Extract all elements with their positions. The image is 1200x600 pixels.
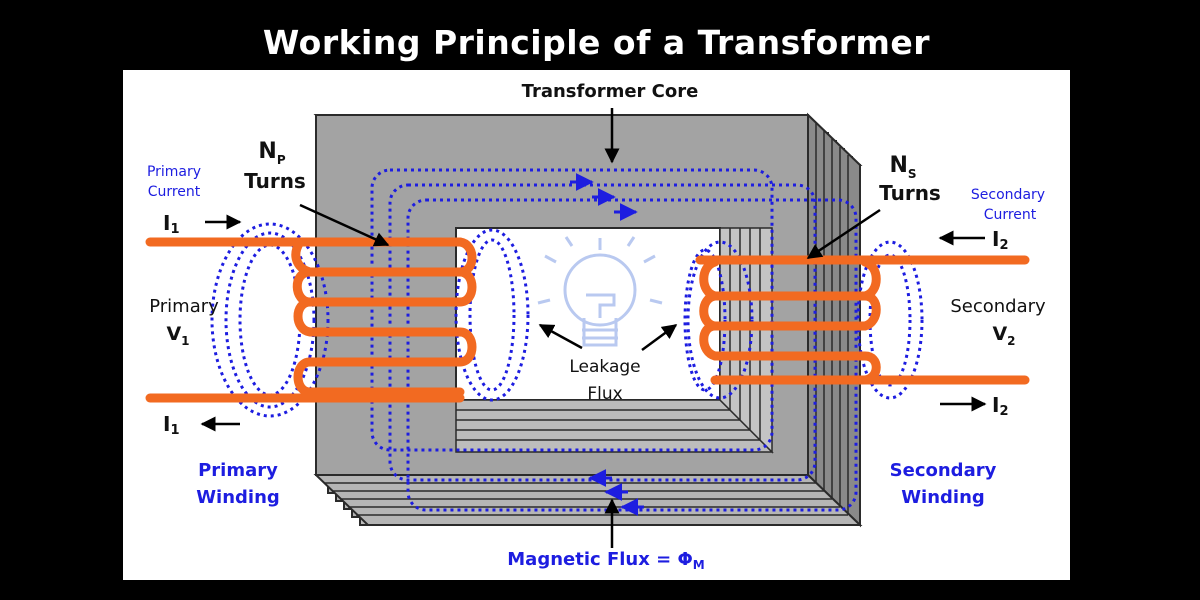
primary-winding xyxy=(145,237,477,403)
primary-voltage-label-line1: Primary xyxy=(149,296,219,317)
ns-turns-label: Turns xyxy=(879,181,941,205)
primary-winding-label-line1: Primary xyxy=(198,460,278,481)
leakage-flux-label-line2: Flux xyxy=(587,384,622,404)
secondary-voltage-label-line1: Secondary xyxy=(950,296,1046,317)
secondary-winding-label-line1: Secondary xyxy=(890,460,997,481)
i1-bottom-label: I1 xyxy=(163,412,180,438)
primary-voltage-label-line2: V1 xyxy=(166,323,189,348)
primary-winding-label-line2: Winding xyxy=(196,487,280,508)
primary-current-label-line2: Current xyxy=(148,184,201,200)
i2-top-label: I2 xyxy=(992,227,1009,253)
leakage-flux-label-line1: Leakage xyxy=(569,357,640,377)
secondary-winding-label-line2: Winding xyxy=(901,487,985,508)
ns-symbol-label: NS xyxy=(889,153,916,181)
magnetic-flux-label: Magnetic Flux = ΦM xyxy=(507,549,704,572)
np-turns-label: Turns xyxy=(244,169,306,193)
light-bulb-icon xyxy=(537,236,663,347)
i2-bottom-label: I2 xyxy=(992,393,1009,419)
secondary-voltage-label-line2: V2 xyxy=(992,323,1015,348)
flux-direction-arrows xyxy=(570,173,644,516)
pointer-arrows xyxy=(200,108,987,548)
transformer-core-label: Transformer Core xyxy=(522,81,699,102)
window-inner-laminations xyxy=(455,227,774,454)
transformer-core xyxy=(313,112,863,528)
secondary-current-label-line1: Secondary xyxy=(971,187,1045,203)
i1-top-label: I1 xyxy=(163,211,180,237)
title-bar: Working Principle of a Transformer xyxy=(123,15,1070,70)
secondary-current-label-line2: Current xyxy=(984,207,1037,223)
np-symbol-label: NP xyxy=(258,139,285,167)
primary-current-label-line1: Primary xyxy=(147,164,201,180)
page-title: Working Principle of a Transformer xyxy=(262,23,931,62)
secondary-winding xyxy=(695,255,1030,385)
